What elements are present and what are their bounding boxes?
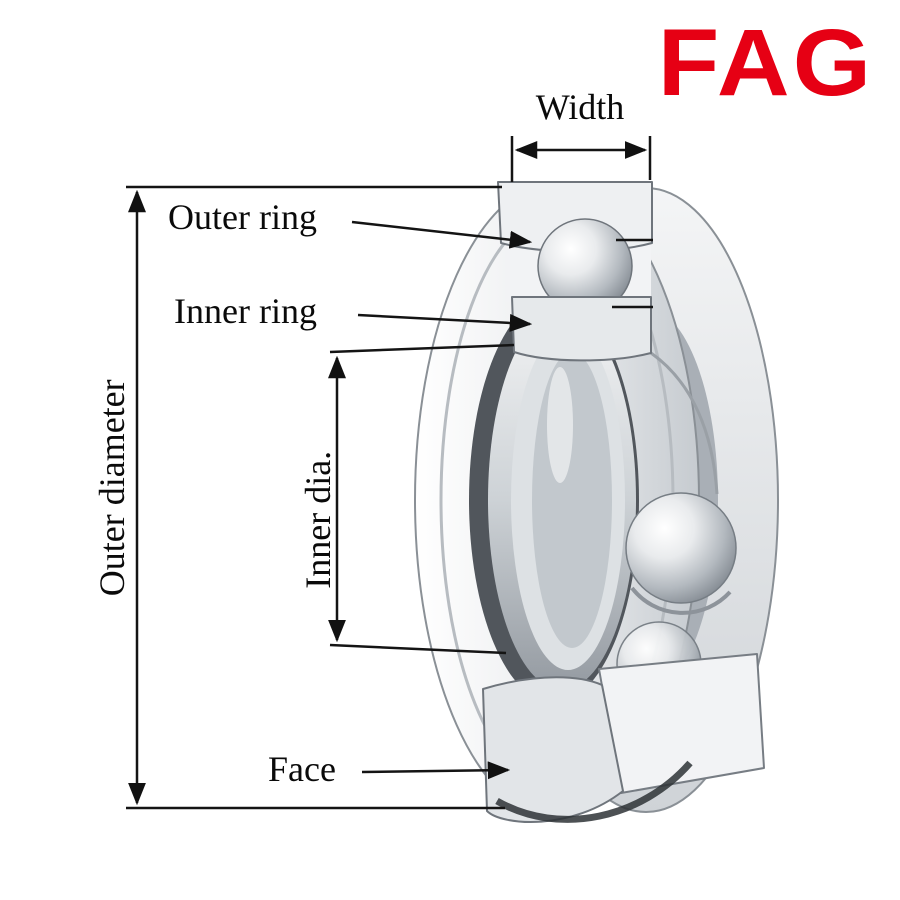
inner-ring-leader-arrow (357, 313, 533, 332)
fag-logo: FAG (657, 10, 874, 116)
outer-diameter-label: Outer diameter (92, 379, 133, 597)
face-label: Face (268, 749, 336, 789)
outer-ring-label: Outer ring (168, 197, 317, 237)
bore-highlight (547, 367, 573, 483)
ball-right (625, 492, 737, 604)
inner-dia-extension-top (329, 343, 515, 354)
dimension-lines (126, 136, 653, 810)
outer-ring-leader-arrow (351, 220, 533, 249)
raceway-arc (630, 586, 732, 615)
bore-inner-core (532, 352, 612, 648)
bearing-illustration (414, 181, 779, 823)
width-label: Width (535, 87, 625, 127)
inner-ring-label: Inner ring (174, 291, 317, 331)
inner-dia-label: Inner dia. (298, 450, 339, 589)
inner-ring-far-edge (650, 351, 719, 495)
face-leader-arrow (361, 761, 511, 780)
outer-ring-bottom-section (482, 676, 624, 823)
bottom-seam-shadow (495, 760, 693, 823)
inner-dia-extension-bottom (329, 643, 507, 655)
inner-ring-top-section (511, 296, 652, 362)
